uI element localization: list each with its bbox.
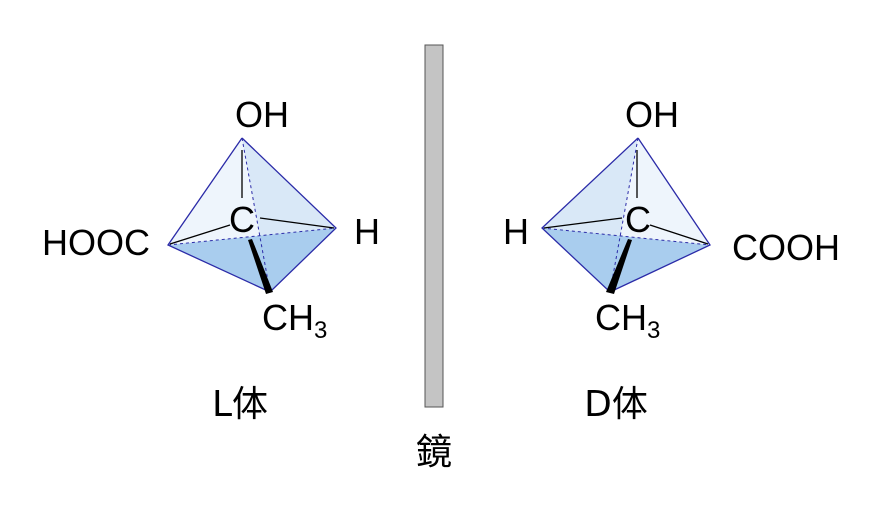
left-bottom-main: CH (262, 297, 314, 338)
mirror-bar (424, 44, 444, 408)
left-bottom-atom: CH3 (262, 297, 327, 344)
right-center-atom: C (625, 199, 651, 240)
right-hidden-edge (609, 137, 639, 293)
left-hidden-edge-2 (167, 227, 337, 246)
left-bottom-sub: 3 (314, 317, 327, 344)
right-bottom-atom: CH3 (595, 297, 660, 344)
right-hidden-edge-2 (541, 227, 711, 246)
right-top-atom: OH (625, 94, 679, 135)
right-tetrahedron (541, 137, 711, 294)
right-bond-left (543, 217, 623, 229)
left-wedge-bond (248, 239, 273, 294)
left-right-atom: H (354, 211, 380, 252)
right-face-bottom (542, 228, 710, 292)
mirror-label: 鏡 (416, 432, 452, 473)
right-bottom-sub: 3 (647, 317, 660, 344)
left-bond-left (169, 224, 231, 245)
right-bond-right (649, 224, 709, 245)
right-left-atom: H (503, 211, 529, 252)
left-hidden-edge (241, 137, 271, 293)
left-left-atom: HOOC (42, 222, 150, 263)
left-tetrahedron (167, 137, 337, 294)
left-top-atom: OH (235, 94, 289, 135)
right-wedge-bond (606, 239, 632, 294)
right-right-atom: COOH (732, 227, 840, 268)
right-caption: D体 (584, 384, 648, 425)
left-center-atom: C (229, 199, 255, 240)
left-face-bottom (168, 228, 336, 292)
right-bottom-main: CH (595, 297, 647, 338)
left-bond-right (259, 217, 335, 229)
left-caption: L体 (212, 384, 268, 425)
